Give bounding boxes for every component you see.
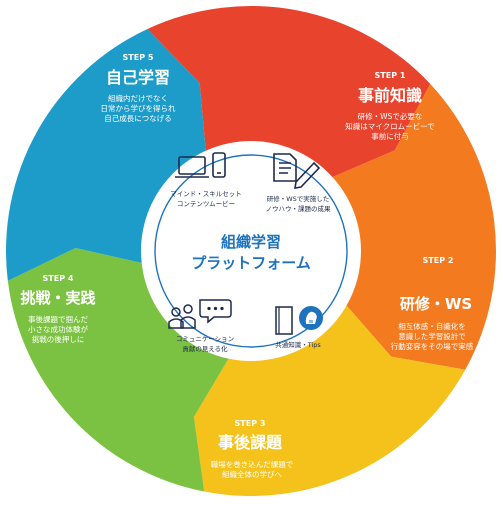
feature-devices-line-1: マインド・スキルセット bbox=[170, 190, 242, 198]
step-5-line-2: 日常から学びを得られ bbox=[101, 103, 176, 113]
step-5-segment bbox=[147, 5, 431, 179]
step-1-title: 事前知識 bbox=[358, 86, 422, 105]
step-2-segment bbox=[193, 302, 466, 497]
step-1-line-3: 事前に付与 bbox=[371, 131, 409, 141]
cycle-segments bbox=[6, 5, 496, 497]
center-title-line-2: プラットフォーム bbox=[191, 254, 311, 272]
step-1: STEP 1 事前知識 研修・WSで必要な 知識はマイクロムービーで 事前に付与 bbox=[345, 71, 434, 141]
feature-document-line-1: 研修・WSで実施した bbox=[267, 194, 330, 203]
people-chat-icon bbox=[168, 299, 232, 329]
step-3: STEP 3 事後課題 職場を巻き込んだ課題で 組織全体の学びへ bbox=[211, 419, 294, 479]
feature-communication-line-2: 貢献の見える化 bbox=[182, 344, 228, 353]
step-2-line-3: 行動変容をその場で実感 bbox=[391, 341, 474, 351]
step-5-line-1: 組織内だけでなく bbox=[108, 93, 168, 103]
book-bulb-icon bbox=[275, 306, 323, 335]
step-4-segment bbox=[6, 28, 207, 281]
step-3-line-1: 職場を巻き込んだ課題で bbox=[211, 459, 294, 469]
center-title: 組織学習 プラットフォーム bbox=[191, 233, 311, 272]
center-disc bbox=[141, 141, 361, 361]
step-4-line-3: 挑戦の後押しに bbox=[32, 334, 85, 344]
feature-knowledge-text: 共通知識・Tips bbox=[275, 340, 321, 349]
step-2-title: 研修・WS bbox=[400, 295, 472, 313]
step-4-line-2: 小さな成功体験が bbox=[28, 324, 88, 334]
step-2: STEP 2 研修・WS 相互体感・自識化を 意識した学習設計で 行動変容をその… bbox=[391, 256, 474, 351]
step-3-line-2: 組織全体の学びへ bbox=[222, 469, 282, 479]
step-4-label: STEP 4 bbox=[43, 274, 74, 283]
step-2-line-2: 意識した学習設計で bbox=[398, 331, 466, 341]
step-1-label: STEP 1 bbox=[375, 71, 406, 80]
feature-communication-line-1: コミュニケーション bbox=[176, 335, 234, 343]
step-3-label: STEP 3 bbox=[235, 419, 266, 428]
step-5-title: 自己学習 bbox=[106, 68, 170, 87]
center-ring bbox=[154, 154, 348, 348]
step-1-line-2: 知識はマイクロムービーで bbox=[345, 121, 434, 131]
step-4: STEP 4 挑戦・実践 事後課題で掴んだ 小さな成功体験が 挑戦の後押しに bbox=[20, 274, 95, 344]
feature-document-text: 研修・WSで実施した ノウハウ・課題の成果 bbox=[266, 194, 332, 213]
document-pen-icon bbox=[273, 153, 321, 189]
step-3-segment bbox=[7, 247, 231, 492]
step-4-line-1: 事後課題で掴んだ bbox=[28, 314, 88, 324]
step-2-line-1: 相互体感・自識化を bbox=[398, 321, 466, 331]
step-5: STEP 5 自己学習 組織内だけでなく 日常から学びを得られ 自己成長につなげ… bbox=[101, 53, 176, 123]
step-2-label: STEP 2 bbox=[423, 256, 454, 265]
feature-devices-text: マインド・スキルセット コンテンツムービー bbox=[170, 190, 242, 208]
feature-knowledge-line-1: 共通知識・Tips bbox=[275, 340, 321, 349]
step-5-label: STEP 5 bbox=[123, 53, 154, 62]
step-1-segment bbox=[328, 83, 496, 370]
step-3-title: 事後課題 bbox=[218, 433, 283, 452]
feature-communication-text: コミュニケーション 貢献の見える化 bbox=[176, 335, 234, 353]
step-5-line-3: 自己成長につなげる bbox=[104, 113, 172, 123]
feature-document-line-2: ノウハウ・課題の成果 bbox=[266, 204, 332, 213]
center-title-line-1: 組織学習 bbox=[221, 233, 281, 251]
step-1-line-1: 研修・WSで必要な bbox=[358, 111, 423, 121]
step-4-title: 挑戦・実践 bbox=[20, 289, 95, 307]
devices-icon bbox=[175, 152, 226, 178]
feature-devices-line-2: コンテンツムービー bbox=[177, 199, 235, 208]
